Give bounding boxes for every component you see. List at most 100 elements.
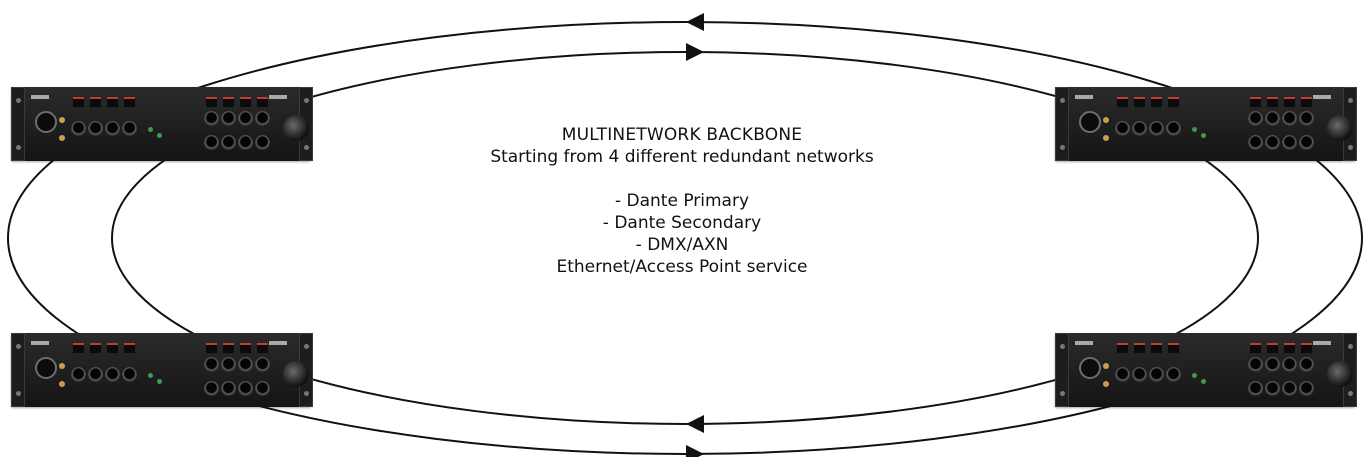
xlr-connector-icon	[1166, 121, 1181, 136]
port-icon	[1168, 97, 1179, 107]
network-item: - Dante Primary	[614, 191, 750, 211]
xlr-connector-icon	[105, 367, 120, 382]
port-icon	[124, 97, 135, 107]
diagram-title: MULTINETWORK BACKBONE	[561, 125, 803, 145]
xlr-connector-icon	[71, 367, 86, 382]
xlr-connector-icon	[122, 121, 137, 136]
xlr-connector-icon	[204, 111, 219, 126]
status-led-icon	[148, 373, 153, 378]
arrow-left-icon	[686, 13, 704, 31]
panel-label	[1313, 95, 1331, 99]
xlr-connector-icon	[1248, 357, 1263, 372]
xlr-connector-icon	[1282, 357, 1297, 372]
xlr-connector-icon	[1149, 367, 1164, 382]
port-icon	[124, 343, 135, 353]
network-port-icon	[35, 357, 57, 379]
panel-label	[1075, 341, 1093, 345]
port-icon	[223, 97, 234, 107]
xlr-connector-icon	[1248, 381, 1263, 396]
port-icon	[73, 97, 84, 107]
port-icon	[1117, 343, 1128, 353]
port-icon	[257, 97, 268, 107]
xlr-connector-icon	[204, 381, 219, 396]
port-icon	[1151, 343, 1162, 353]
xlr-connector-icon	[221, 111, 236, 126]
xlr-connector-icon	[238, 111, 253, 126]
xlr-connector-icon	[204, 357, 219, 372]
status-led-icon	[1201, 133, 1206, 138]
arrow-left-icon	[686, 415, 704, 433]
xlr-connector-icon	[1115, 367, 1130, 382]
port-icon	[1117, 97, 1128, 107]
xlr-connector-icon	[1299, 135, 1314, 150]
panel-label	[31, 95, 49, 99]
jack-icon	[1103, 363, 1109, 369]
arrow-right-icon	[686, 445, 704, 457]
device-top-right	[1055, 87, 1357, 161]
xlr-connector-icon	[204, 135, 219, 150]
port-icon	[257, 343, 268, 353]
xlr-connector-icon	[1149, 121, 1164, 136]
rack-ear	[11, 87, 25, 161]
port-icon	[1168, 343, 1179, 353]
port-icon	[206, 343, 217, 353]
xlr-connector-icon	[255, 111, 270, 126]
device-bottom-right	[1055, 333, 1357, 407]
xlr-connector-icon	[1265, 381, 1280, 396]
xlr-connector-icon	[1282, 381, 1297, 396]
xlr-connector-icon	[1265, 135, 1280, 150]
port-icon	[240, 343, 251, 353]
xlr-connector-icon	[221, 135, 236, 150]
jack-icon	[1103, 381, 1109, 387]
port-icon	[240, 97, 251, 107]
outer-ring	[7, 21, 1363, 455]
port-icon	[1284, 343, 1295, 353]
port-icon	[1151, 97, 1162, 107]
xlr-connector-icon	[255, 381, 270, 396]
jack-icon	[59, 381, 65, 387]
network-item: - DMX/AXN	[635, 235, 729, 255]
xlr-connector-icon	[1299, 357, 1314, 372]
control-knob-icon	[1327, 115, 1353, 141]
panel-label	[1313, 341, 1331, 345]
xlr-connector-icon	[238, 135, 253, 150]
status-led-icon	[148, 127, 153, 132]
control-knob-icon	[1327, 361, 1353, 387]
diagram-subtitle: Starting from 4 different redundant netw…	[490, 147, 874, 167]
xlr-connector-icon	[1282, 135, 1297, 150]
jack-icon	[59, 363, 65, 369]
jack-icon	[1103, 135, 1109, 141]
status-led-icon	[1192, 127, 1197, 132]
device-top-left	[11, 87, 313, 161]
port-icon	[107, 343, 118, 353]
xlr-connector-icon	[1299, 111, 1314, 126]
xlr-connector-icon	[1299, 381, 1314, 396]
network-port-icon	[1079, 357, 1101, 379]
network-item: - Dante Secondary	[602, 213, 762, 233]
device-bottom-left	[11, 333, 313, 407]
xlr-connector-icon	[105, 121, 120, 136]
arrow-right-icon	[686, 43, 704, 61]
jack-icon	[1103, 117, 1109, 123]
status-led-icon	[157, 379, 162, 384]
xlr-connector-icon	[88, 121, 103, 136]
xlr-connector-icon	[1166, 367, 1181, 382]
xlr-connector-icon	[1265, 357, 1280, 372]
xlr-connector-icon	[1265, 111, 1280, 126]
network-port-icon	[35, 111, 57, 133]
status-led-icon	[157, 133, 162, 138]
xlr-connector-icon	[1248, 135, 1263, 150]
xlr-connector-icon	[1115, 121, 1130, 136]
xlr-connector-icon	[1248, 111, 1263, 126]
inner-ring	[111, 51, 1259, 425]
port-icon	[223, 343, 234, 353]
port-icon	[107, 97, 118, 107]
port-icon	[1134, 97, 1145, 107]
port-icon	[1134, 343, 1145, 353]
port-icon	[1284, 97, 1295, 107]
panel-label	[269, 341, 287, 345]
port-icon	[1301, 97, 1312, 107]
port-icon	[1250, 97, 1261, 107]
xlr-connector-icon	[238, 357, 253, 372]
